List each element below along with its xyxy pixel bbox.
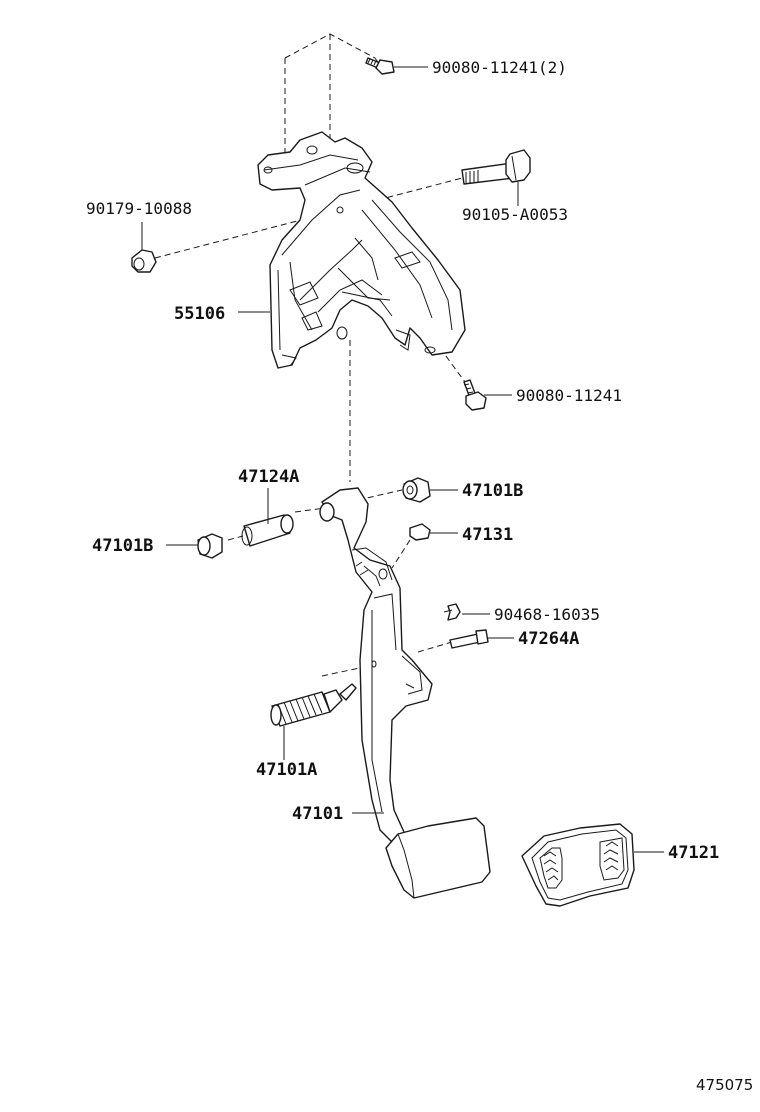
- label-bracket: 55106: [174, 304, 225, 324]
- label-pedal-pad: 47121: [668, 843, 719, 863]
- label-pin: 47264A: [518, 629, 579, 649]
- bushing-right: [402, 477, 431, 503]
- label-pivot-bolt: 90105-A0053: [462, 205, 568, 224]
- pedal-pad: [521, 823, 635, 907]
- pedal-pad-mounted: [385, 817, 491, 899]
- collar: [241, 514, 294, 547]
- label-pedal-arm: 47101: [292, 804, 343, 824]
- bolt-lower: [463, 379, 487, 411]
- cushion: [409, 523, 431, 541]
- label-spring: 47101A: [256, 760, 317, 780]
- pivot-bolt: [461, 149, 531, 185]
- leader-lines: [141, 66, 664, 853]
- diagram-reference-number: 475075: [696, 1076, 753, 1094]
- pin: [449, 629, 489, 649]
- bushing-left: [197, 533, 223, 559]
- label-bolt-lower: 90080-11241: [516, 386, 622, 405]
- nut-left: [131, 249, 157, 273]
- label-cushion: 47131: [462, 525, 513, 545]
- spring: [270, 683, 357, 727]
- part-labels: 90080-11241(2) 90179-10088 90105-A0053 5…: [86, 58, 753, 1094]
- label-bolt-top: 90080-11241(2): [432, 58, 567, 77]
- label-bushing-right: 47101B: [462, 481, 523, 501]
- label-clip: 90468-16035: [494, 605, 600, 624]
- label-bushing-left: 47101B: [92, 536, 153, 556]
- bolt-top: [365, 57, 395, 75]
- alignment-lines: [154, 33, 471, 677]
- label-nut-left: 90179-10088: [86, 199, 192, 218]
- pedal-arm: [319, 487, 433, 849]
- pedal-bracket: [257, 131, 466, 369]
- clip: [443, 603, 461, 621]
- label-collar: 47124A: [238, 467, 299, 487]
